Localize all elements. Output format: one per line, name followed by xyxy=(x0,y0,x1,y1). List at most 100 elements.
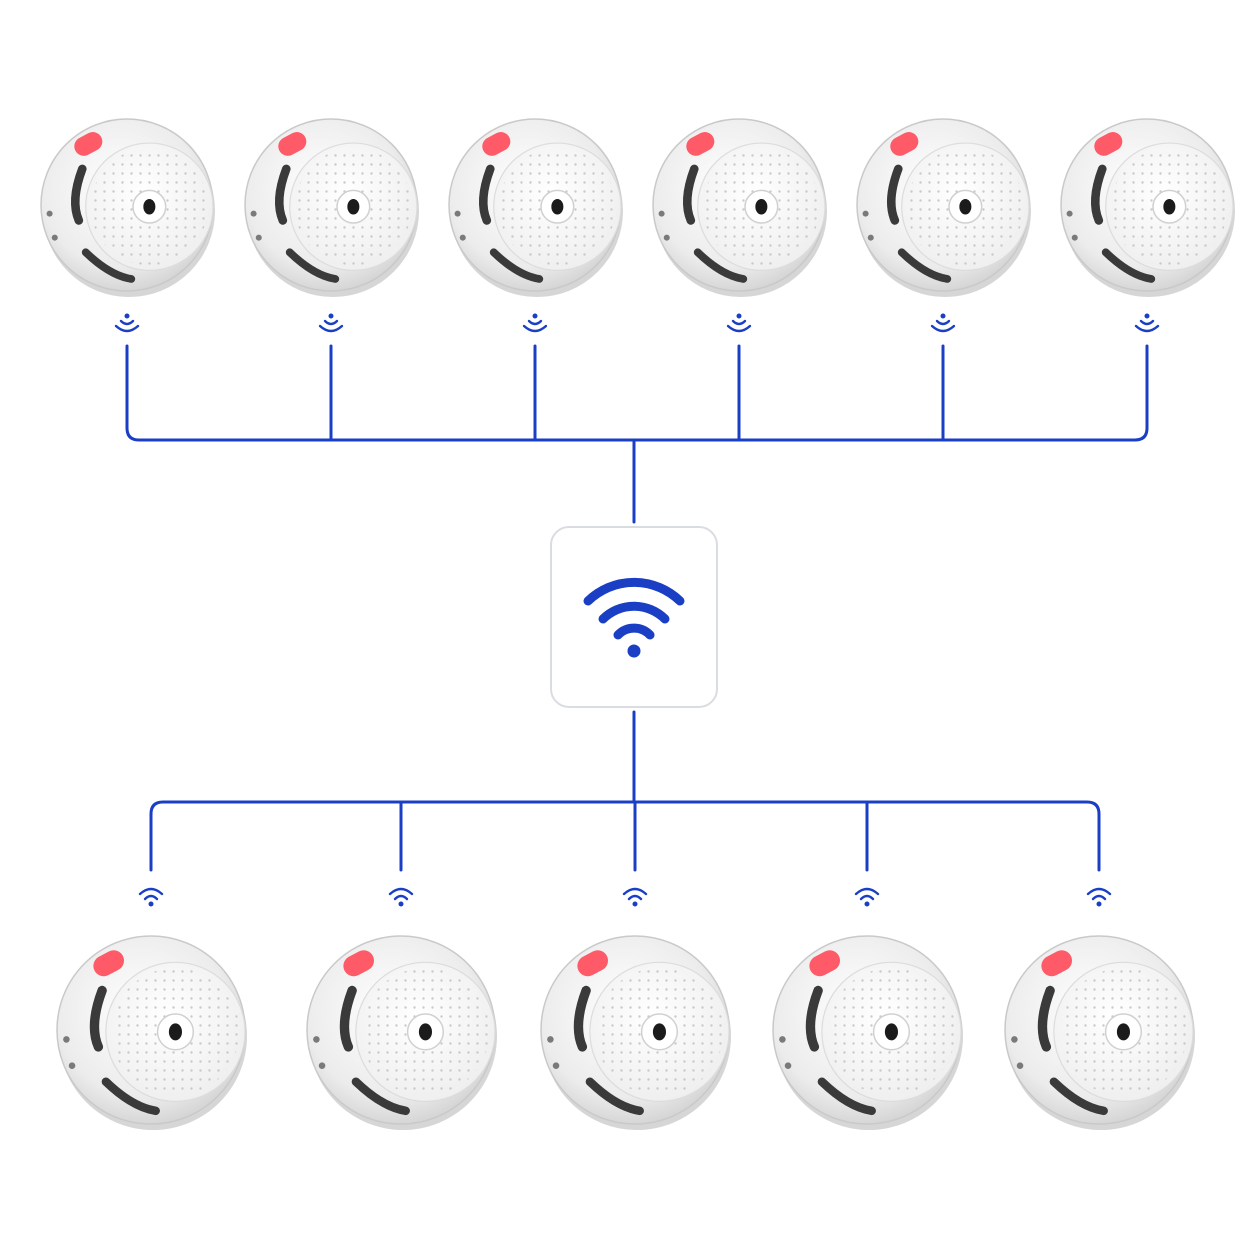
signal-arc-outer xyxy=(1086,887,1112,896)
wireless-signal-up-icon xyxy=(854,887,880,907)
detector-vent-upper xyxy=(886,164,903,225)
signal-dot xyxy=(940,313,946,319)
detector-vent-upper xyxy=(682,164,699,225)
indicator-mark xyxy=(63,1036,70,1043)
wifi-arc-inner xyxy=(613,623,655,640)
smoke-detector xyxy=(244,118,419,297)
detector-vent-lower xyxy=(285,248,340,283)
indicator-mark xyxy=(658,210,665,217)
indicator-mark xyxy=(862,210,869,217)
sensor-hole xyxy=(884,1023,899,1041)
signal-arc-outer xyxy=(930,324,956,333)
sensor-hole xyxy=(1163,198,1176,215)
test-button xyxy=(1041,950,1073,977)
wireless-signal-up-icon xyxy=(388,887,414,907)
signal-arc-inner xyxy=(859,894,875,901)
sensor-hole xyxy=(652,1023,667,1041)
detector-vent-upper xyxy=(1090,164,1107,225)
wireless-signal-down-icon xyxy=(1134,313,1160,333)
indicator-mark xyxy=(1071,234,1078,241)
detector-vent-upper xyxy=(339,985,357,1052)
test-button xyxy=(809,950,841,977)
wifi-arc-outer xyxy=(583,577,685,606)
signal-arc-inner xyxy=(323,319,339,326)
detector-vent-lower xyxy=(693,248,748,283)
indicator-mark xyxy=(1016,1062,1024,1070)
smoke-detector xyxy=(772,935,963,1130)
detector-vent-upper xyxy=(1037,985,1055,1052)
smoke-detector xyxy=(856,118,1031,297)
sensor-hole xyxy=(143,198,156,215)
test-button xyxy=(577,950,609,977)
indicator-mark xyxy=(313,1036,320,1043)
signal-arc-outer xyxy=(318,324,344,333)
signal-arc-outer xyxy=(726,324,752,333)
sensor-hole xyxy=(418,1023,433,1041)
signal-dot xyxy=(736,313,742,319)
wireless-signal-down-icon xyxy=(726,313,752,333)
wireless-signal-up-icon xyxy=(138,887,164,907)
detector-vent-lower xyxy=(489,248,544,283)
detector-vent-lower xyxy=(81,248,136,283)
signal-dot xyxy=(532,313,538,319)
signal-arc-inner xyxy=(143,894,159,901)
sensor-hole xyxy=(1116,1023,1131,1041)
wireless-signal-down-icon xyxy=(522,313,548,333)
detector-vent-lower xyxy=(101,1077,160,1116)
link-lines xyxy=(125,344,1149,872)
wireless-signal-down-icon xyxy=(318,313,344,333)
signal-arc-inner xyxy=(935,319,951,326)
signal-arc-inner xyxy=(119,319,135,326)
signal-dot xyxy=(864,901,870,907)
detector-vent-lower xyxy=(897,248,952,283)
test-button xyxy=(93,950,125,977)
detector-vent-upper xyxy=(274,164,291,225)
signal-dot xyxy=(148,901,154,907)
smoke-detector xyxy=(448,118,623,297)
test-button xyxy=(343,950,375,977)
signal-arc-outer xyxy=(138,887,164,896)
detector-vent-upper xyxy=(89,985,107,1052)
wireless-signal-up-icon xyxy=(1086,887,1112,907)
indicator-mark xyxy=(454,210,461,217)
bottom-detector-row xyxy=(56,887,1195,1130)
indicator-mark xyxy=(459,234,466,241)
detector-vent-upper xyxy=(573,985,591,1052)
detector-vent-lower xyxy=(1101,248,1156,283)
indicator-mark xyxy=(547,1036,554,1043)
indicator-mark xyxy=(51,234,58,241)
signal-dot xyxy=(124,313,130,319)
signal-arc-inner xyxy=(1139,319,1155,326)
signal-dot xyxy=(1144,313,1150,319)
indicator-mark xyxy=(867,234,874,241)
detector-vent-upper xyxy=(805,985,823,1052)
test-button xyxy=(890,132,919,156)
test-button xyxy=(74,132,103,156)
test-button xyxy=(482,132,511,156)
detector-vent-upper xyxy=(70,164,87,225)
detector-vent-lower xyxy=(817,1077,876,1116)
wifi-dot xyxy=(627,644,641,658)
hub xyxy=(550,526,718,708)
indicator-mark xyxy=(784,1062,792,1070)
detector-vent-upper xyxy=(478,164,495,225)
signal-arc-outer xyxy=(1134,324,1160,333)
wifi-arc-middle xyxy=(598,601,670,624)
detector-vent-lower xyxy=(1049,1077,1108,1116)
indicator-mark xyxy=(1066,210,1073,217)
indicator-mark xyxy=(250,210,257,217)
smoke-detector xyxy=(652,118,827,297)
signal-arc-outer xyxy=(388,887,414,896)
test-button xyxy=(686,132,715,156)
indicator-mark xyxy=(779,1036,786,1043)
signal-arc-inner xyxy=(1091,894,1107,901)
smoke-detector xyxy=(1060,118,1235,297)
wireless-signal-down-icon xyxy=(114,313,140,333)
signal-arc-inner xyxy=(627,894,643,901)
signal-dot xyxy=(632,901,638,907)
bottom-bus-line xyxy=(149,800,1101,872)
wireless-signal-up-icon xyxy=(622,887,648,907)
signal-arc-inner xyxy=(527,319,543,326)
